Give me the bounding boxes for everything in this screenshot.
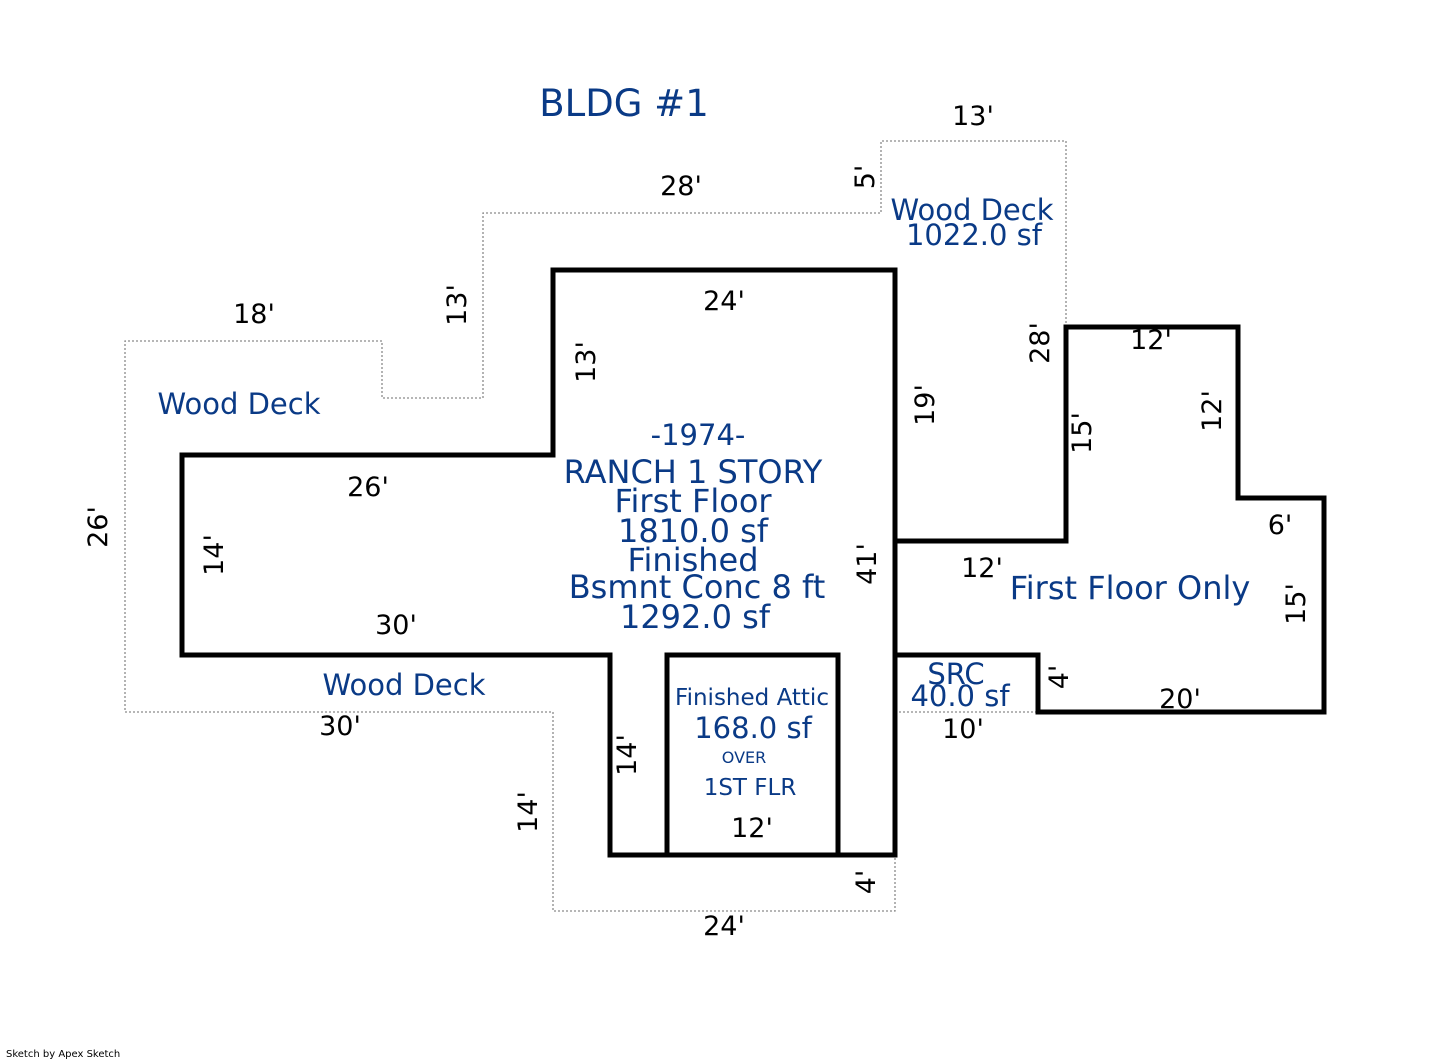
deck-outline-top-right: [124, 140, 1067, 912]
dim-deck-14: 14': [513, 791, 544, 833]
main-basement: Bsmnt Conc 8 ft: [569, 568, 826, 606]
dim-ffo-6: 6': [1268, 510, 1293, 541]
dim-deck-4: 4': [851, 870, 882, 895]
attic-location: 1ST FLR: [704, 775, 797, 801]
deck-outlines: [124, 140, 1067, 912]
attic-label: Finished Attic 168.0 sf OVER 1ST FLR: [675, 685, 829, 801]
dim-deck-30: 30': [319, 711, 361, 742]
deck-bottom-name: Wood Deck: [323, 668, 486, 702]
attic-name: Finished Attic: [675, 685, 829, 711]
dim-deck-5: 5': [850, 165, 881, 190]
dim-deck-top-28: 28': [660, 171, 702, 202]
dim-deck-26: 26': [83, 506, 114, 548]
dim-deck-13-vert: 13': [442, 284, 473, 326]
dim-deck-24: 24': [703, 911, 745, 942]
src-area: 40.0 sf: [910, 679, 1010, 713]
dim-main-13: 13': [571, 341, 602, 383]
sketch-credit: Sketch by Apex Sketch: [6, 1049, 120, 1060]
attic-area: 168.0 sf: [694, 711, 812, 745]
dim-ffo-15-right: 15': [1281, 583, 1312, 625]
dim-main-41: 41': [852, 543, 883, 585]
dim-main-19: 19': [910, 384, 941, 426]
dim-deck-18: 18': [233, 299, 275, 330]
main-year: -1974-: [651, 418, 746, 452]
deck-top-right-name: Wood Deck: [891, 193, 1054, 227]
dim-deck-top-13: 13': [952, 101, 994, 132]
main-basement-area: 1292.0 sf: [620, 598, 771, 636]
first-floor-only-outline: [895, 324, 1327, 715]
dim-main-30: 30': [375, 610, 417, 641]
dim-main-26: 26': [347, 472, 389, 503]
finished-attic-outline: [664, 652, 841, 858]
dimension-labels: 13' 28' 18' 24' 12' 26' 6' 12' 30' 20' 3…: [83, 101, 1312, 942]
dim-main-14-lower: 14': [612, 734, 643, 776]
dim-ffo-12-right: 12': [1197, 390, 1228, 432]
deck-top-right-area: 1022.0 sf: [906, 218, 1043, 252]
src-name: SRC: [927, 657, 984, 691]
building-title: BLDG #1: [539, 82, 708, 125]
dim-deck-28-vert: 28': [1025, 322, 1056, 364]
dim-attic-12: 12': [731, 813, 773, 844]
dim-main-14: 14': [199, 534, 230, 576]
building-walls: [179, 267, 1327, 858]
dim-ffo-4: 4': [1044, 665, 1075, 690]
main-finish: Finished: [627, 541, 758, 579]
main-floor-outline: [179, 267, 898, 858]
main-floor-area: 1810.0 sf: [618, 512, 769, 550]
dim-ffo-15-left: 15': [1067, 412, 1098, 454]
dim-main-24: 24': [703, 286, 745, 317]
deck-left-name: Wood Deck: [158, 387, 321, 421]
dim-src-10: 10': [942, 714, 984, 745]
dim-ffo-12-top: 12': [1130, 325, 1172, 356]
dim-ffo-12-bottom: 12': [961, 553, 1003, 584]
main-style: RANCH 1 STORY: [564, 453, 823, 491]
main-floor: First Floor: [614, 482, 772, 520]
attic-over: OVER: [722, 748, 766, 767]
main-area-label: -1974- RANCH 1 STORY First Floor 1810.0 …: [564, 418, 826, 636]
dim-ffo-20: 20': [1159, 684, 1201, 715]
first-floor-only-label: First Floor Only: [1010, 569, 1251, 607]
